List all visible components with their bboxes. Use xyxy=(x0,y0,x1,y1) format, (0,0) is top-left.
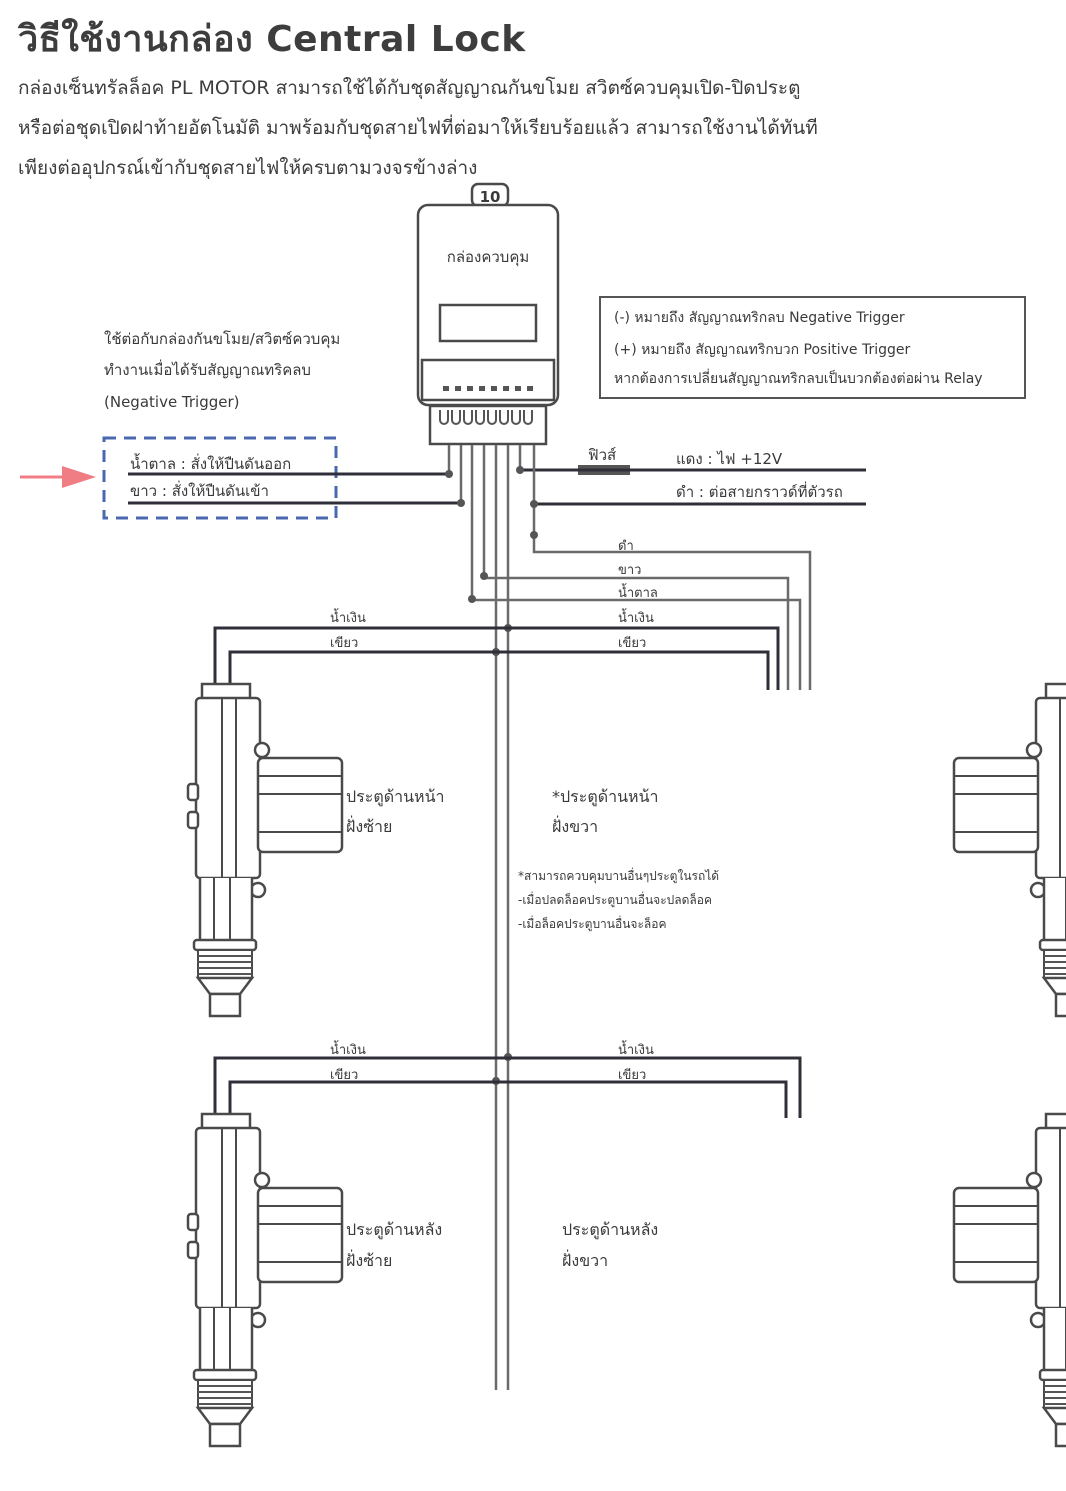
master-wire-label: ขาว xyxy=(618,563,642,578)
door-front-left-label: ประตูด้านหน้า xyxy=(346,787,445,807)
front-green-wire xyxy=(228,650,770,690)
control-box: 10 กล่องควบคุม xyxy=(416,182,560,446)
front-left-blue-label: น้ำเงิน xyxy=(330,608,366,626)
master-note-line: -เมื่อปลดล็อคประตูบานอื่นจะปลดล็อค xyxy=(518,891,712,908)
legend-line: (-) หมายถึง สัญญาณทริกลบ Negative Trigge… xyxy=(614,310,905,326)
trigger-note: ใช้ต่อกับกล่องกันขโมย/สวิตซ์ควบคุม ทำงาน… xyxy=(104,330,340,411)
connector-pins xyxy=(443,386,533,391)
junction-dots xyxy=(445,466,538,1085)
harness-trunk xyxy=(447,445,812,1390)
plug-pins xyxy=(439,410,533,425)
rear-right-green-label: เขียว xyxy=(618,1067,646,1083)
rear-green-wire xyxy=(228,1080,788,1118)
front-left-green-label: เขียว xyxy=(330,635,358,651)
door-rear-left-side: ฝั่งซ้าย xyxy=(346,1249,392,1270)
master-wire-label: น้ำตาล xyxy=(618,583,658,601)
actuator-front-left xyxy=(186,682,344,1018)
connector-housing xyxy=(420,358,556,402)
rear-left-green-label: เขียว xyxy=(330,1067,358,1083)
pointer-arrow-icon xyxy=(20,466,96,488)
intro-line: กล่องเซ็นทรัลล็อค PL MOTOR สามารถใช้ได้ก… xyxy=(18,77,801,99)
master-wire-label: เขียว xyxy=(618,635,646,651)
legend-line: (+) หมายถึง สัญญาณทริกบวก Positive Trigg… xyxy=(614,342,910,358)
master-wire-label: น้ำเงิน xyxy=(618,608,654,626)
page-title: วิธีใช้งานกล่อง Central Lock xyxy=(18,19,526,60)
master-note-line: *สามารถควบคุมบานอื่นๆประตูในรถได้ xyxy=(518,867,719,884)
door-rear-left-label: ประตูด้านหลัง xyxy=(346,1220,442,1240)
intro-line: เพียงต่ออุปกรณ์เข้ากับชุดสายไฟให้ครบตามว… xyxy=(18,157,478,179)
actuator-front-right xyxy=(952,682,1066,1018)
legend-box: (-) หมายถึง สัญญาณทริกลบ Negative Trigge… xyxy=(599,296,1026,399)
trigger-note-line: (Negative Trigger) xyxy=(104,393,240,411)
door-front-right-label: *ประตูด้านหน้า xyxy=(552,787,659,807)
master-wire-label: ดำ xyxy=(618,539,634,554)
door-front-left-side: ฝั่งซ้าย xyxy=(346,815,392,836)
input-wire-white-label: ขาว : สั่งให้ปืนดันเข้า xyxy=(130,480,269,500)
input-wire-brown-label: น้ำตาล : สั่งให้ปืนดันออก xyxy=(130,453,291,473)
actuator-rear-right xyxy=(952,1112,1066,1448)
legend-line: หากต้องการเปลี่ยนสัญญาณทริกลบเป็นบวกต้อง… xyxy=(614,369,983,387)
control-box-label: กล่องควบคุม xyxy=(447,248,530,267)
rear-left-blue-label: น้ำเงิน xyxy=(330,1040,366,1058)
intro-paragraph: กล่องเซ็นทรัลล็อค PL MOTOR สามารถใช้ได้ก… xyxy=(18,68,818,188)
intro-line: หรือต่อชุดเปิดฝาท้ายอัตโนมัติ มาพร้อมกับ… xyxy=(18,117,818,139)
input-wires xyxy=(128,472,462,505)
trigger-note-line: ใช้ต่อกับกล่องกันขโมย/สวิตซ์ควบคุม xyxy=(104,330,340,349)
fuse-label: ฟิวส์ xyxy=(588,446,616,464)
input-wires-highlight xyxy=(102,436,338,520)
door-rear-right-side: ฝั่งขวา xyxy=(562,1249,608,1270)
trigger-note-line: ทำงานเมื่อได้รับสัญญาณทริคลบ xyxy=(104,359,311,379)
control-box-window xyxy=(438,303,538,343)
power-wires xyxy=(520,468,866,506)
rear-blue-wire xyxy=(213,1056,802,1118)
master-note-line: -เมื่อล็อคประตูบานอื่นจะล็อค xyxy=(518,915,666,932)
actuator-rear-left xyxy=(186,1112,344,1448)
door-rear-right-label: ประตูด้านหลัง xyxy=(562,1220,658,1240)
power-red-label: แดง : ไฟ +12V xyxy=(676,450,783,468)
front-blue-wire xyxy=(213,626,780,690)
door-front-right-side: ฝั่งขวา xyxy=(552,815,598,836)
power-black-label: ดำ : ต่อสายกราวด์ที่ตัวรถ xyxy=(676,481,843,501)
rear-right-blue-label: น้ำเงิน xyxy=(618,1040,654,1058)
fuse-rating: 10 xyxy=(480,188,501,206)
